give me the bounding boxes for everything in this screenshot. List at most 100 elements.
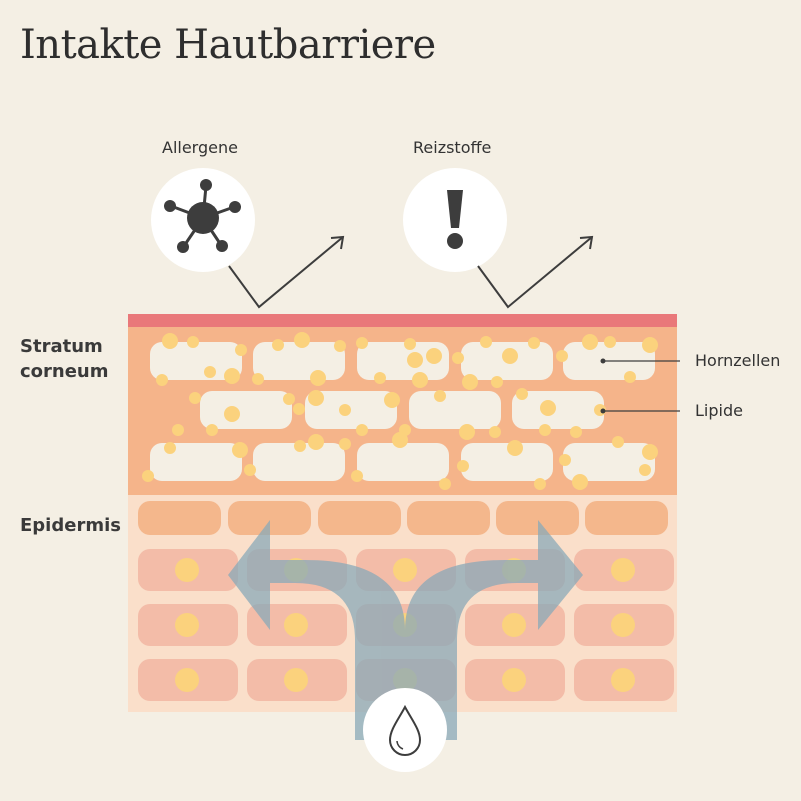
cell-nucleus [611,558,635,582]
lipid-dot [235,344,247,356]
allergen-molecule-icon [164,179,241,253]
lipid-dot [339,438,351,450]
epidermis-top-cell [585,501,668,535]
lipid-dot [642,337,658,353]
horny-cells-label: Hornzellen [695,351,781,370]
lipid-dot [384,392,400,408]
lipid-dot [334,340,346,352]
lipid-dot [272,339,284,351]
cell-nucleus [175,558,199,582]
arrow-left [228,520,405,740]
cell-nucleus [284,668,308,692]
lipid-dot [224,368,240,384]
lipid-dot [556,350,568,362]
lipid-dot [452,352,464,364]
lipid-dot [172,424,184,436]
lipid-dot [559,454,571,466]
moisture-retention-arrows [228,520,583,740]
lipid-dot [206,424,218,436]
horny-cell [563,443,655,481]
lipid-dot [604,336,616,348]
lipid-dot [189,392,201,404]
lipid-dot [339,404,351,416]
lipid-dot [507,440,523,456]
callout-lines [600,358,680,414]
epidermis-top-cell [228,501,311,535]
lipid-dot [502,348,518,364]
lipid-dot [612,436,624,448]
water-drop-icon [388,704,422,756]
cell-nucleus [284,613,308,637]
epidermis-top-cell [496,501,579,535]
horny-cell [253,342,345,380]
lipid-dot [572,474,588,490]
lipid-dot [480,336,492,348]
lipid-dot [374,372,386,384]
irritant-deflect-arrow [477,236,593,309]
lipids-label: Lipide [695,401,743,420]
exclamation-icon [447,190,463,249]
page-title: Intakte Hautbarriere [20,22,436,68]
cell-nucleus [175,668,199,692]
water-drop-badge [363,688,447,772]
allergen-label: Allergene [162,138,238,157]
lipid-dot [392,432,408,448]
lipid-dot [156,374,168,386]
lipid-dot [294,440,306,452]
lipid-dot [639,464,651,476]
cell-nucleus [502,668,526,692]
deflection-arrows [228,235,594,309]
lipid-dot [407,352,423,368]
horny-cell [461,443,553,481]
arrow-right [405,520,583,740]
lipid-dot [582,334,598,350]
lipid-dot [459,424,475,440]
cell-nucleus [502,613,526,637]
lipid-dot [434,390,446,402]
horny-cell [150,342,242,380]
lipid-dot [356,337,368,349]
allergen-arrowhead [330,235,345,250]
lipid-dot [293,403,305,415]
irritant-label: Reizstoffe [413,138,492,157]
cell-nucleus [611,668,635,692]
lipid-dot [162,333,178,349]
irritant-arrowhead [579,235,594,250]
lipid-dot [534,478,546,490]
lipid-dot [308,390,324,406]
lipid-dot [491,376,503,388]
horny-cell [512,391,604,429]
lipid-dot [308,434,324,450]
lipid-dot [232,442,248,458]
lipid-dot [426,348,442,364]
lipid-dot [489,426,501,438]
horny-cells [150,342,655,481]
lipid-dot [570,426,582,438]
epidermis-top-cell [318,501,401,535]
horny-cell [409,391,501,429]
horny-cell [253,443,345,481]
horny-cell [357,342,449,380]
lipid-dot [224,406,240,422]
lipid-dot [244,464,256,476]
lipid-dot [404,338,416,350]
cell-nucleus [611,613,635,637]
lipid-dot [642,444,658,460]
lipid-dot [516,388,528,400]
lipid-dot [204,366,216,378]
skin-surface-line [128,314,677,327]
lipid-dot [294,332,310,348]
lipid-dot [356,424,368,436]
lipid-dot [412,372,428,388]
epidermis-top-cell [407,501,490,535]
water-drop-shine [396,740,404,750]
lipid-dot [528,337,540,349]
horny-cell [200,391,292,429]
allergen-deflect-arrow [228,236,344,309]
lipid-dot [187,336,199,348]
cell-nucleus [175,613,199,637]
lipid-dot [164,442,176,454]
lipid-dot [457,460,469,472]
epidermis-label: Epidermis [20,515,121,536]
